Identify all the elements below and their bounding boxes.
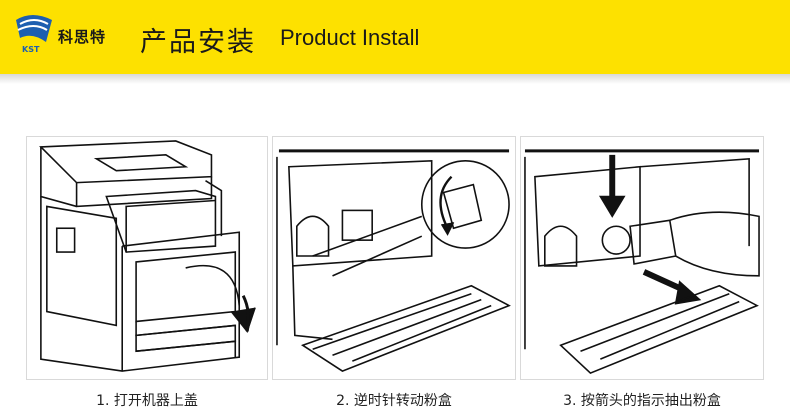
page-title-en: Product Install — [280, 25, 420, 50]
step-1-illustration — [26, 136, 268, 380]
kst-logo-icon: KST — [16, 15, 52, 54]
step-2-caption: 2. 逆时针转动粉盒 — [336, 393, 452, 409]
step-3-caption: 3. 按箭头的指示抽出粉盒 — [563, 393, 721, 409]
step-2-illustration — [272, 136, 516, 380]
header-bar — [0, 0, 790, 74]
brand-name: 科思特 — [58, 28, 107, 46]
step-3-illustration — [520, 136, 764, 380]
page-title-cn: 产品安装 — [140, 27, 256, 58]
logo-text: KST — [22, 45, 40, 54]
header-shadow — [0, 74, 790, 84]
step-1-caption: 1. 打开机器上盖 — [96, 393, 198, 409]
